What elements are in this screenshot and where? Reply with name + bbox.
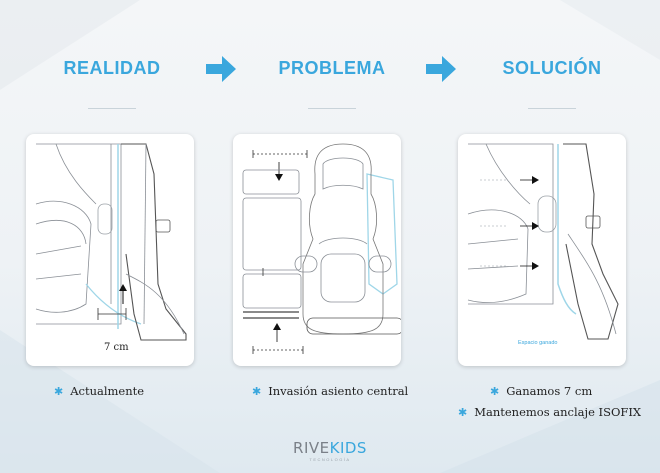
bullet-item: ✱Invasión asiento central — [252, 384, 409, 398]
arrow-right-icon — [426, 56, 456, 82]
asterisk-icon: ✱ — [54, 385, 64, 398]
divider — [88, 108, 136, 109]
seat-solution-illustration — [467, 143, 619, 340]
bullet-item: ✱Ganamos 7 cm — [490, 384, 593, 398]
brand-logo: RIVEKIDS — [293, 439, 367, 457]
bullet-item: ✱Actualmente — [54, 384, 145, 398]
panel-caption: Espacio ganado — [518, 340, 558, 346]
header-problema: PROBLEMA — [278, 58, 386, 78]
asterisk-icon: ✱ — [490, 385, 500, 398]
seat-illustration — [35, 143, 187, 341]
bullet-item: ✱Mantenemos anclaje ISOFIX — [458, 405, 642, 419]
asterisk-icon: ✱ — [458, 406, 468, 419]
arrow-right-icon — [206, 56, 236, 82]
panel-problema — [233, 134, 401, 366]
panel-solucion: Espacio ganado — [458, 134, 626, 366]
brand-tagline: TECNOLOGÍA — [309, 457, 351, 462]
header-realidad: REALIDAD — [63, 58, 161, 78]
measure-label: 7 cm — [104, 342, 129, 353]
asterisk-icon: ✱ — [252, 385, 262, 398]
booster-seat-illustration — [242, 143, 401, 354]
divider — [308, 108, 356, 109]
divider — [528, 108, 576, 109]
header-solucion: SOLUCIÓN — [502, 58, 602, 78]
panel-realidad: 7 cm — [26, 134, 194, 366]
